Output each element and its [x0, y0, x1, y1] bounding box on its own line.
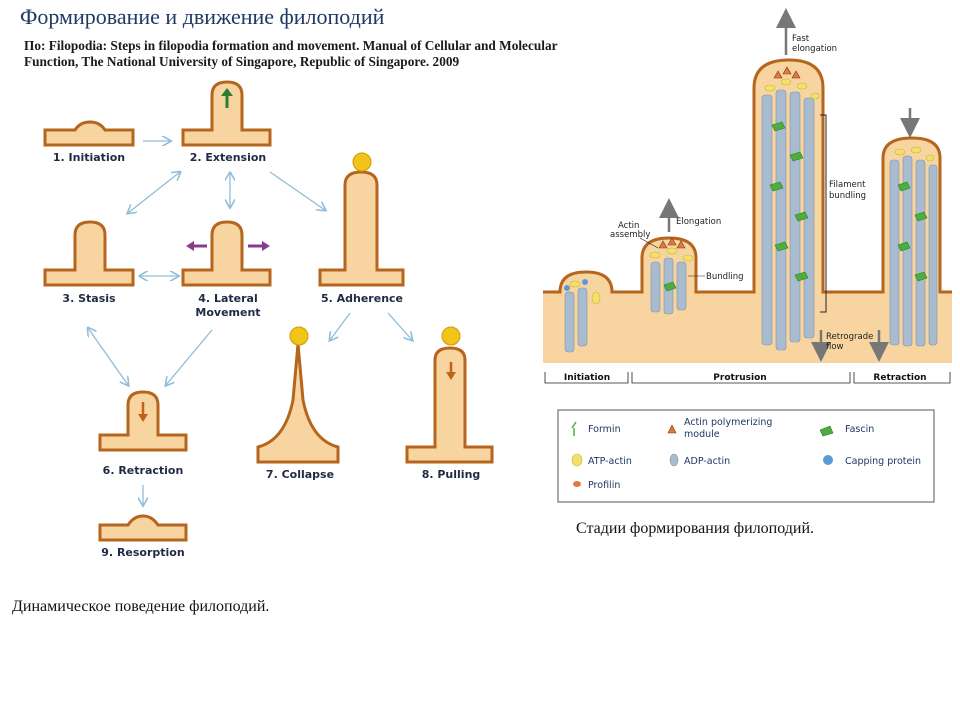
- step-label: 8. Pulling: [422, 468, 481, 481]
- step-label: 6. Retraction: [103, 464, 184, 477]
- label-elongation: Elongation: [676, 217, 721, 227]
- step-label: 7. Collapse: [266, 468, 334, 481]
- stage-retraction: Retraction: [873, 373, 926, 383]
- step-initiation: 1. Initiation: [43, 120, 135, 164]
- stage-protrusion: Protrusion: [713, 373, 766, 383]
- step-label: 1. Initiation: [53, 151, 125, 164]
- step-lateral-movement: 4. Lateral Movement: [181, 220, 272, 319]
- step-collapse: 7. Collapse: [256, 326, 340, 481]
- caption-stages: Стадии формирования филоподий.: [576, 520, 815, 537]
- legend-apm-module: module: [684, 429, 720, 440]
- legend-fascin: Fascin: [845, 424, 874, 435]
- step-label: 3. Stasis: [62, 292, 116, 305]
- label-filament-bundling: bundling: [829, 191, 866, 201]
- step-adherence: 5. Adherence: [318, 152, 405, 305]
- step-label: 9. Resorption: [101, 546, 184, 559]
- label-actin: Actin: [618, 221, 639, 231]
- legend: Formin Actin polymerizing module Fascin …: [557, 409, 935, 503]
- step-resorption: 9. Resorption: [98, 514, 188, 559]
- fascin: [663, 121, 928, 292]
- filament-bundling-bracket: [820, 114, 827, 313]
- label-fast: Fast: [792, 34, 810, 44]
- step-label: 5. Adherence: [321, 292, 403, 305]
- caption-dynamics: Динамическое поведение филоподий.: [12, 598, 270, 615]
- atp-actin: [569, 78, 935, 305]
- legend-capping: Capping protein: [845, 456, 921, 467]
- direction-arrows: [659, 8, 920, 362]
- stage-bar: [544, 372, 951, 384]
- label-retrograde-flow: flow: [826, 342, 844, 352]
- step-pulling: 8. Pulling: [405, 326, 494, 481]
- cell-membrane: [543, 58, 952, 294]
- page-title: Формирование и движение филоподий: [20, 4, 385, 29]
- step-label: 2. Extension: [190, 151, 267, 164]
- label-filament: Filament: [829, 180, 866, 190]
- left-diagram: 1. Initiation 2. Extension 3. Stasis 4. …: [43, 80, 494, 559]
- stage-initiation: Initiation: [564, 373, 610, 383]
- step-stasis: 3. Stasis: [43, 220, 135, 305]
- transition-arrows: [88, 141, 412, 505]
- legend-apm: Actin polymerizing: [684, 417, 772, 428]
- label-actin-assembly: assembly: [610, 230, 650, 240]
- legend-adp-actin: ADP-actin: [684, 456, 730, 467]
- label-bundling: Bundling: [706, 272, 744, 282]
- actin-polymerizing-module: [658, 66, 801, 249]
- step-label: 4. Lateral: [198, 292, 257, 305]
- step-retraction: 6. Retraction: [98, 390, 188, 477]
- citation: По: Filopodia: Steps in filopodia format…: [24, 38, 558, 70]
- step-label: Movement: [195, 306, 260, 319]
- capping-protein: [564, 279, 588, 291]
- cell-cytoplasm: [543, 60, 952, 363]
- label-retrograde: Retrograde: [826, 332, 873, 342]
- legend-atp-actin: ATP-actin: [588, 456, 632, 467]
- legend-formin: Formin: [588, 424, 621, 435]
- right-diagram: Fast elongation Elongation Actin assembl…: [543, 8, 952, 503]
- legend-profilin: Profilin: [588, 480, 620, 491]
- label-fast-elongation: elongation: [792, 44, 837, 54]
- step-extension: 2. Extension: [181, 80, 272, 164]
